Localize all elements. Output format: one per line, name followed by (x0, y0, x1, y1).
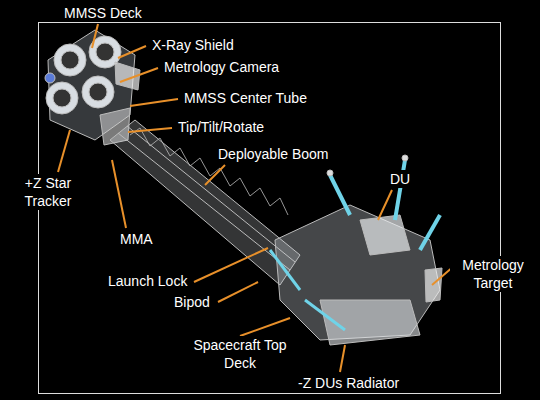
part-label: -Z DUs Radiator (296, 374, 401, 392)
spacecraft-bus (270, 155, 442, 345)
part-label: Metrology Camera (162, 58, 281, 76)
part-label: MMSS Center Tube (182, 89, 309, 107)
part-label: Metrology Target (450, 256, 536, 292)
part-label: +Z Star Tracker (14, 174, 82, 210)
part-label: Launch Lock (106, 272, 189, 290)
part-label: Spacecraft Top Deck (182, 336, 298, 372)
frame (39, 23, 501, 394)
part-label: MMA (118, 230, 155, 248)
part-label: Deployable Boom (216, 145, 331, 163)
part-label: X-Ray Shield (150, 36, 236, 54)
part-label: Bipod (172, 293, 212, 311)
leader-lines (58, 24, 454, 372)
part-label: DU (388, 170, 412, 188)
part-label: MMSS Deck (62, 4, 144, 22)
part-label: Tip/Tilt/Rotate (176, 118, 266, 136)
